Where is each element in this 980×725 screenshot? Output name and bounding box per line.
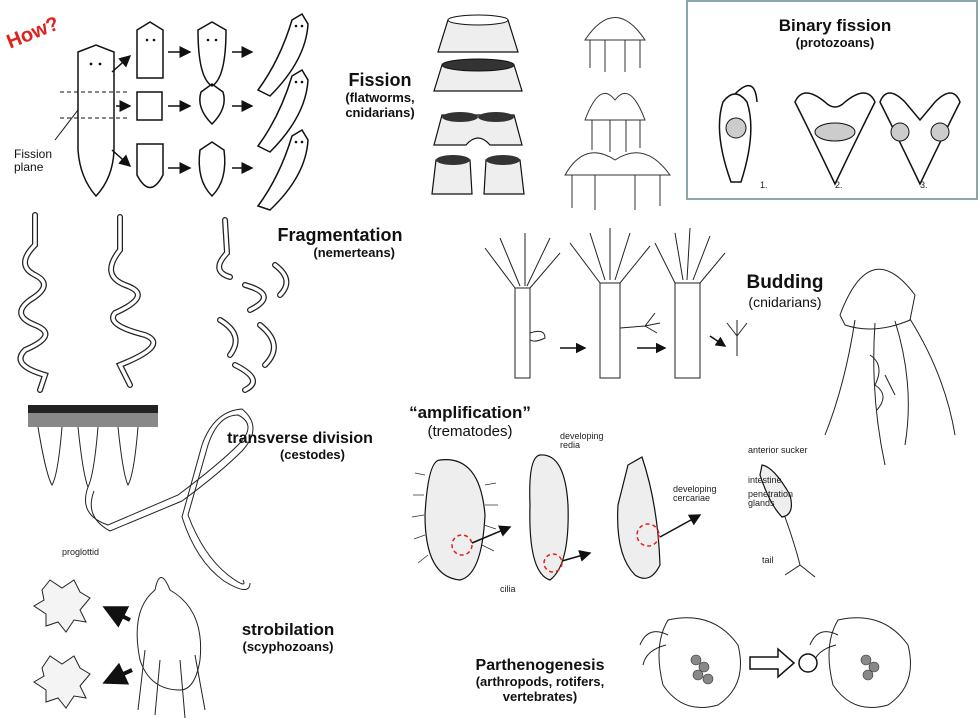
fragmentation-heading: Fragmentation [265, 225, 415, 246]
penetration-glands-label: penetration glands [748, 490, 793, 509]
parthenogenesis-title: Parthenogenesis (arthropods, rotifers, v… [455, 657, 625, 705]
fragmentation-subtitle: (nemerteans) [265, 246, 415, 261]
intestine-label: intestine [748, 476, 782, 485]
fragmentation-title: Fragmentation (nemerteans) [265, 225, 415, 261]
fission-plane-label: Fission plane [14, 148, 52, 174]
fission-title: Fission (flatworms, cnidarians) [330, 70, 430, 121]
binary-step-1: 1. [760, 181, 768, 190]
trematode-amplification-diagram [410, 445, 870, 600]
binary-step-3: 3. [920, 181, 928, 190]
binary-fission-title: Binary fission (protozoans) [740, 16, 930, 50]
parthenogenesis-diagram [638, 605, 968, 720]
strobilation-subtitle: (scyphozoans) [228, 640, 348, 655]
budding-diagram [465, 228, 765, 388]
binary-fission-heading: Binary fission [740, 16, 930, 36]
binary-step-2: 2. [835, 181, 843, 190]
anterior-sucker-label: anterior sucker [748, 446, 808, 455]
fission-heading: Fission [330, 70, 430, 91]
parthenogenesis-heading: Parthenogenesis [455, 657, 625, 675]
transverse-title: transverse division (cestodes) [205, 430, 395, 463]
tail-label: tail [762, 556, 774, 565]
binary-fission-diagram [695, 72, 975, 192]
developing-redia-label: developing redia [560, 432, 604, 451]
fission-plane-line2: plane [14, 161, 52, 174]
anemone-fission-diagram [428, 0, 548, 210]
strobilation-heading: strobilation [228, 620, 348, 640]
transverse-subtitle: (cestodes) [205, 448, 395, 463]
cilia-label: cilia [500, 585, 516, 594]
amplification-subtitle: (trematodes) [405, 423, 535, 440]
fission-subtitle: (flatworms, cnidarians) [330, 91, 430, 121]
medusa-fission-diagram [560, 0, 680, 215]
transverse-heading: transverse division [205, 430, 395, 448]
binary-fission-subtitle: (protozoans) [740, 36, 930, 51]
strobilation-title: strobilation (scyphozoans) [228, 620, 348, 654]
flatworm-fission-diagram [0, 0, 330, 210]
fragmentation-diagram [5, 205, 305, 390]
parthenogenesis-subtitle: (arthropods, rotifers, vertebrates) [455, 675, 625, 705]
amplification-title: “amplification” (trematodes) [405, 403, 535, 440]
strobilation-diagram [20, 570, 230, 720]
developing-cercariae-label: developing cercariae [673, 485, 717, 504]
proglottid-label: proglottid [62, 548, 99, 557]
amplification-heading: “amplification” [405, 403, 535, 423]
budding-medusa-diagram [815, 235, 975, 475]
